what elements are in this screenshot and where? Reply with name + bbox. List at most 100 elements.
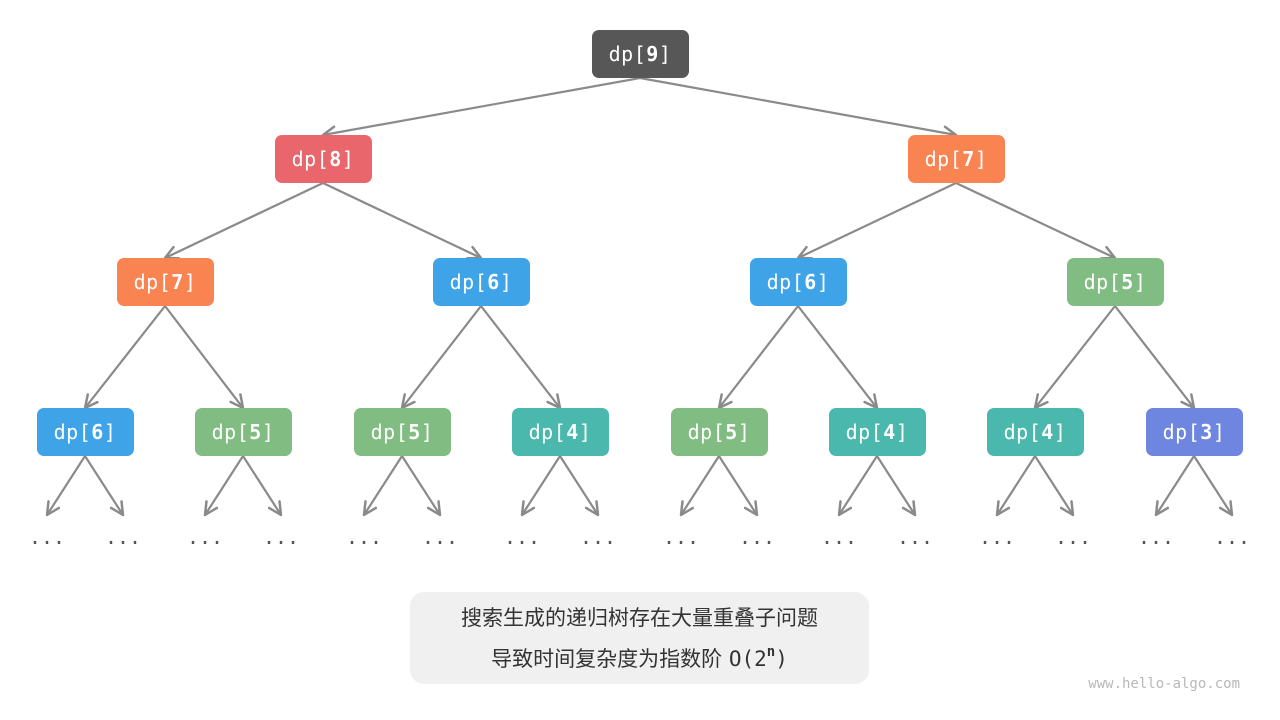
ellipsis: ...: [345, 525, 383, 549]
node-label-prefix: dp[: [608, 42, 647, 66]
watermark: www.hello-algo.com: [1088, 676, 1240, 692]
tree-edge: [876, 455, 917, 517]
node-label-prefix: dp[: [133, 270, 172, 294]
node-dp-8: dp[8]: [274, 135, 372, 183]
node-label-suffix: ]: [183, 270, 197, 294]
node-label-prefix: dp[: [687, 420, 726, 444]
node-index: 3: [1200, 420, 1213, 444]
ellipsis: ...: [1213, 525, 1251, 549]
ellipsis: ...: [28, 525, 66, 549]
complexity-base: O(2: [728, 646, 767, 671]
node-index: 9: [646, 42, 659, 66]
node-dp-4: dp[4]: [511, 408, 609, 456]
ellipsis: ...: [1137, 525, 1175, 549]
ellipsis: ...: [104, 525, 142, 549]
node-dp-5: dp[5]: [1066, 258, 1164, 306]
node-label-suffix: ]: [1212, 420, 1226, 444]
node-dp-7: dp[7]: [907, 135, 1005, 183]
node-label-suffix: ]: [420, 420, 434, 444]
node-dp-4: dp[4]: [986, 408, 1084, 456]
node-index: 4: [883, 420, 896, 444]
node-label-suffix: ]: [1133, 270, 1147, 294]
node-index: 5: [408, 420, 421, 444]
node-label-suffix: ]: [658, 42, 672, 66]
ellipsis: ...: [579, 525, 617, 549]
node-label-prefix: dp[: [924, 147, 963, 171]
node-index: 4: [566, 420, 579, 444]
ellipsis: ...: [738, 525, 776, 549]
caption-line-2: 导致时间复杂度为指数阶 O(2n): [491, 635, 788, 676]
node-label-prefix: dp[: [1083, 270, 1122, 294]
tree-edge: [1033, 305, 1116, 410]
node-index: 6: [91, 420, 104, 444]
node-label-suffix: ]: [1053, 420, 1067, 444]
tree-edge: [362, 455, 403, 517]
tree-edge: [163, 182, 324, 260]
node-label-prefix: dp[: [766, 270, 805, 294]
tree-edge: [203, 455, 244, 517]
node-index: 5: [249, 420, 262, 444]
ellipsis: ...: [896, 525, 934, 549]
complexity-close: ): [775, 646, 788, 671]
node-label-suffix: ]: [499, 270, 513, 294]
ellipsis: ...: [421, 525, 459, 549]
ellipsis: ...: [186, 525, 224, 549]
node-label-suffix: ]: [974, 147, 988, 171]
tree-edge: [520, 455, 561, 517]
tree-edge: [45, 455, 86, 517]
node-dp-6: dp[6]: [36, 408, 134, 456]
node-dp-6: dp[6]: [432, 258, 530, 306]
tree-edge: [837, 455, 878, 517]
tree-edge: [83, 305, 166, 410]
tree-edge: [1193, 455, 1234, 517]
node-dp-6: dp[6]: [749, 258, 847, 306]
tree-edge: [717, 305, 799, 410]
node-index: 7: [962, 147, 975, 171]
node-label-suffix: ]: [261, 420, 275, 444]
tree-edge: [84, 455, 125, 517]
node-dp-5: dp[5]: [670, 408, 768, 456]
tree-edge: [679, 455, 720, 517]
ellipsis: ...: [978, 525, 1016, 549]
tree-edge: [321, 76, 641, 141]
node-dp-3: dp[3]: [1145, 408, 1243, 456]
node-dp-9: dp[9]: [591, 30, 689, 78]
ellipsis: ...: [1054, 525, 1092, 549]
node-index: 6: [804, 270, 817, 294]
node-label-prefix: dp[: [291, 147, 330, 171]
tree-edge: [400, 305, 482, 410]
caption-line-1: 搜索生成的递归树存在大量重叠子问题: [461, 605, 818, 630]
node-label-prefix: dp[: [211, 420, 250, 444]
node-index: 5: [1121, 270, 1134, 294]
tree-edge: [1154, 455, 1195, 517]
node-label-suffix: ]: [578, 420, 592, 444]
caption-line-2-text: 导致时间复杂度为指数阶: [491, 646, 729, 671]
tree-edge: [1114, 305, 1196, 410]
ellipsis: ...: [262, 525, 300, 549]
node-index: 4: [1041, 420, 1054, 444]
tree-edge: [797, 305, 879, 410]
node-label-suffix: ]: [895, 420, 909, 444]
tree-edge: [480, 305, 562, 410]
ellipsis: ...: [820, 525, 858, 549]
node-index: 5: [725, 420, 738, 444]
node-label-suffix: ]: [103, 420, 117, 444]
tree-edge: [995, 455, 1036, 517]
tree-edge: [559, 455, 600, 517]
tree-edge: [796, 182, 957, 260]
caption-box: 搜索生成的递归树存在大量重叠子问题 导致时间复杂度为指数阶 O(2n): [410, 592, 869, 684]
node-dp-7: dp[7]: [116, 258, 214, 306]
node-label-prefix: dp[: [528, 420, 567, 444]
node-label-prefix: dp[: [845, 420, 884, 444]
ellipsis: ...: [662, 525, 700, 549]
node-index: 7: [171, 270, 184, 294]
tree-edge: [1034, 455, 1075, 517]
node-dp-4: dp[4]: [828, 408, 926, 456]
tree-edge: [401, 455, 442, 517]
tree-edge: [322, 182, 483, 260]
node-label-suffix: ]: [816, 270, 830, 294]
tree-edge: [164, 305, 245, 410]
node-label-suffix: ]: [341, 147, 355, 171]
complexity-exponent: n: [766, 643, 776, 660]
